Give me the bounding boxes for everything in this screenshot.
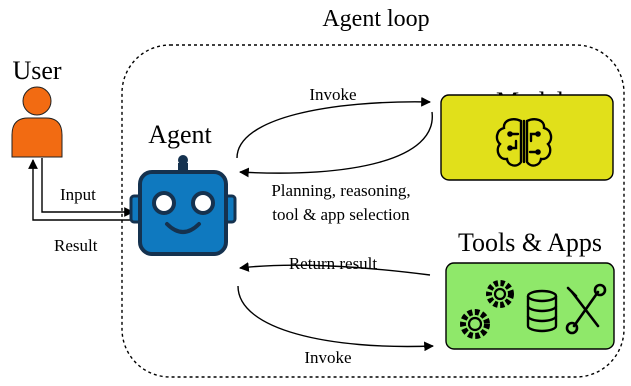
wrench-screwdriver-icon	[565, 283, 607, 335]
planning-label-line1: Planning, reasoning,	[271, 181, 410, 200]
diagram-title: Agent loop	[322, 6, 429, 32]
input-label: Input	[60, 185, 96, 204]
user-label: User	[12, 56, 61, 85]
tools-label: Tools & Apps	[458, 228, 602, 257]
result-arrow	[28, 159, 133, 221]
invoke-model-arrow	[236, 96, 431, 159]
planning-label-line2: tool & app selection	[272, 205, 410, 224]
planning-arrow	[239, 111, 433, 178]
agent-label: Agent	[148, 120, 212, 149]
person-icon	[11, 86, 63, 158]
database-icon	[526, 289, 558, 333]
invoke-tools-arrow	[237, 285, 434, 352]
input-arrow	[41, 158, 134, 217]
return-result-label: Return result	[289, 254, 378, 273]
invoke-tools-label: Invoke	[304, 348, 351, 367]
brain-circuit-icon	[495, 118, 553, 167]
invoke-model-label: Invoke	[309, 85, 356, 104]
gears-icon	[460, 280, 514, 339]
robot-icon	[129, 155, 237, 256]
return-result-arrow	[239, 262, 431, 276]
result-label: Result	[54, 236, 98, 255]
